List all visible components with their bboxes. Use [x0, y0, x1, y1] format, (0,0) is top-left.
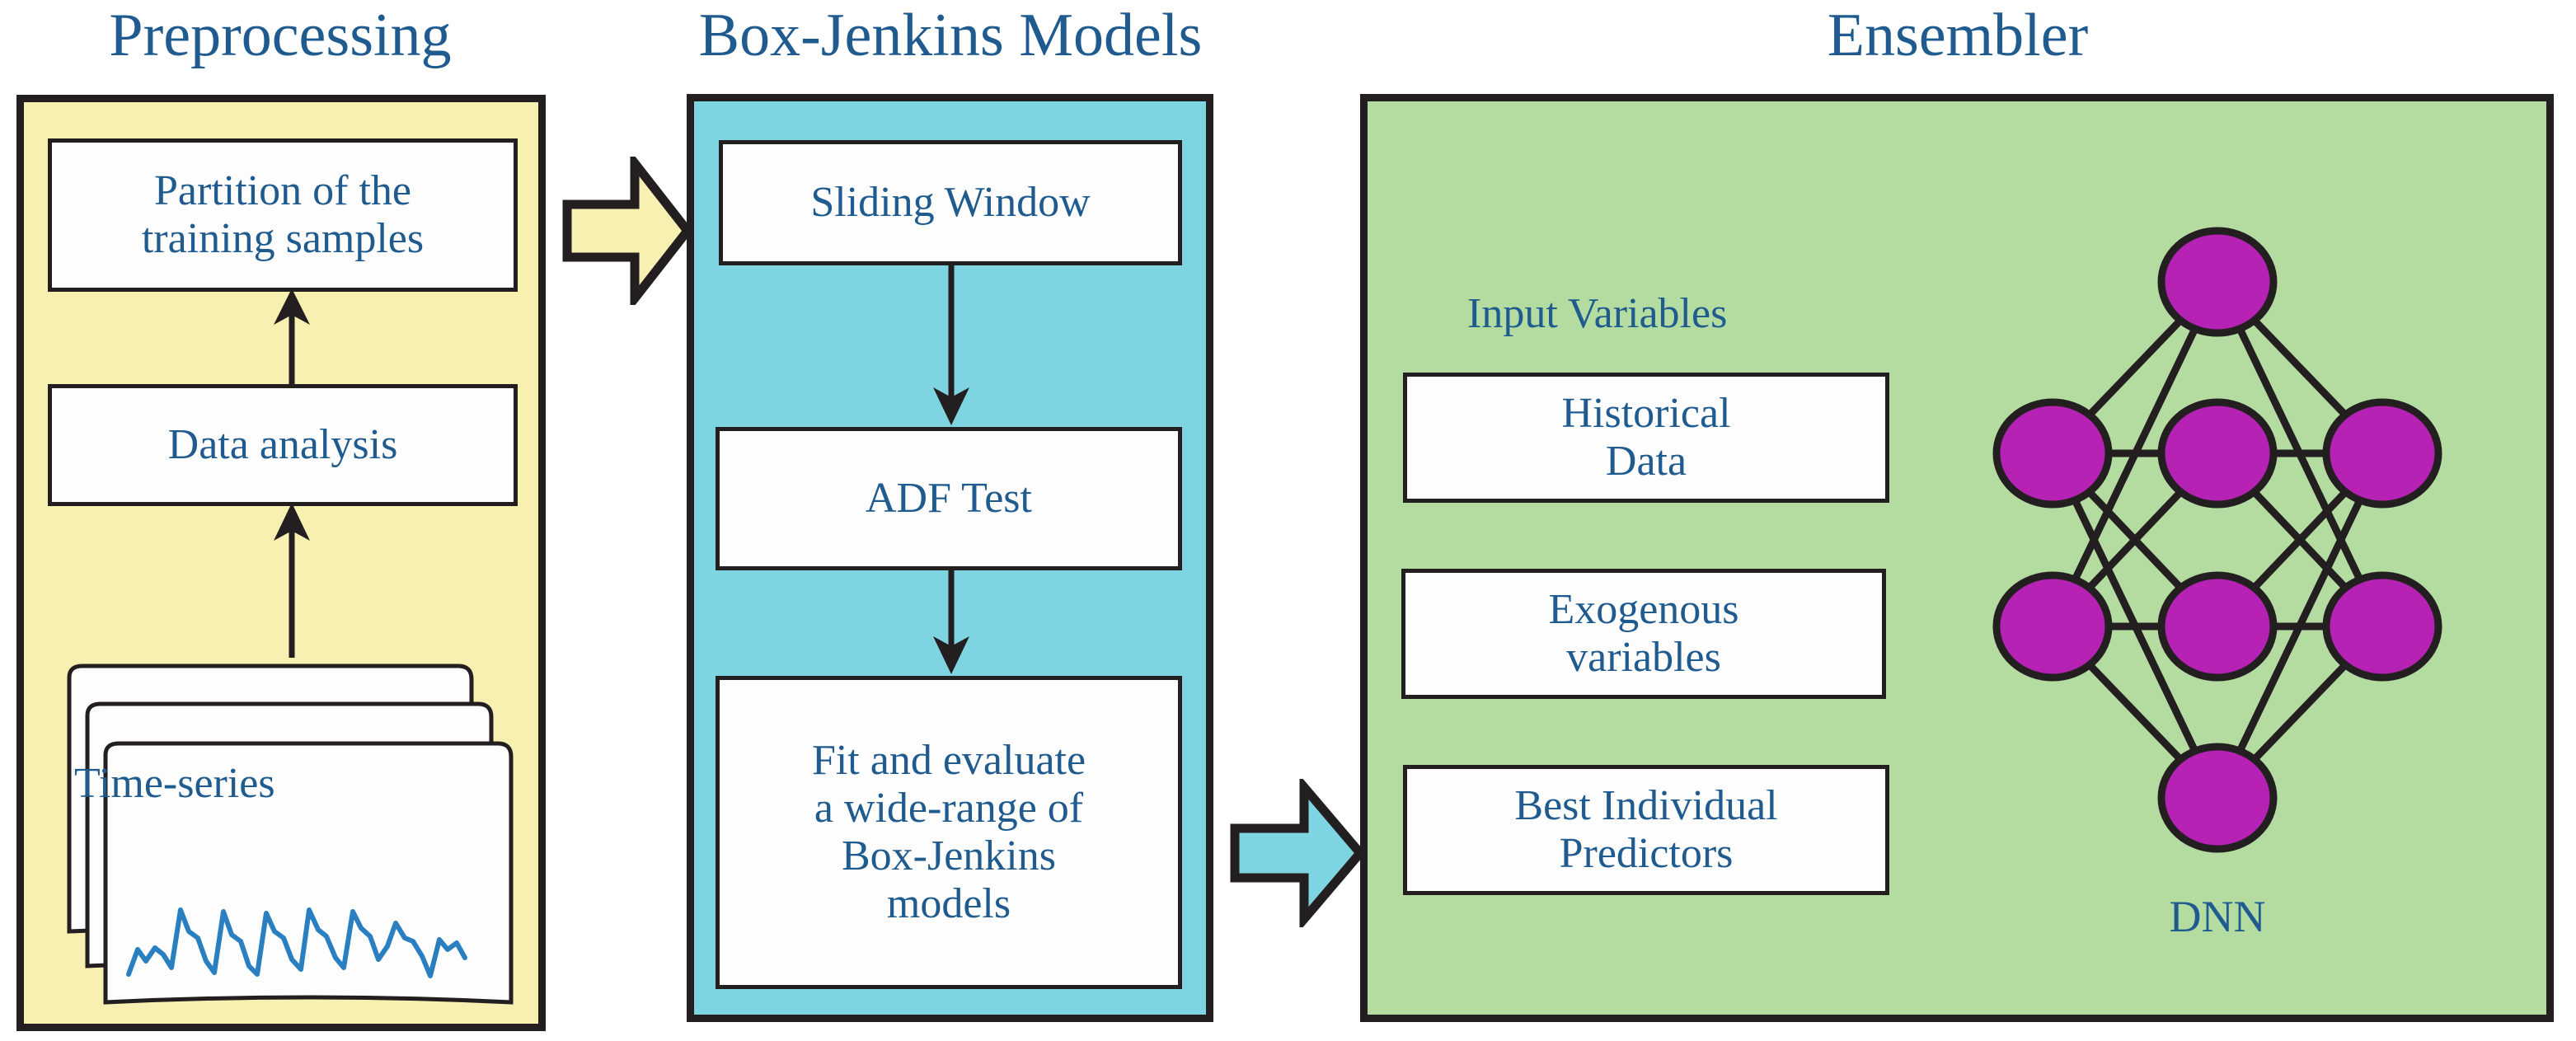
input-box-historical-data[interactable]: Historical Data	[1403, 373, 1889, 503]
dnn-node	[1992, 571, 2113, 682]
input-box-exogenous-variables[interactable]: Exogenous variables	[1401, 569, 1886, 699]
input-line-1: Best Individual	[1514, 781, 1778, 829]
flow-arrow-box-jenkins-to-ensembler	[1230, 779, 1367, 927]
time-series-card-stack	[67, 664, 514, 1005]
dnn-node	[2157, 743, 2278, 853]
stage-title-preprocessing: Preprocessing	[109, 2, 452, 69]
dnn-node	[2157, 571, 2278, 682]
input-box-best-individual-predictors[interactable]: Best Individual Predictors	[1403, 765, 1889, 895]
input-line-2: variables	[1566, 634, 1721, 681]
time-series-label: Time-series	[74, 760, 275, 807]
step-box-data-analysis[interactable]: Data analysis	[48, 384, 518, 506]
step-box-partition-of-training-samples[interactable]: Partition of the training samples	[48, 138, 518, 292]
step-line-2: training samples	[141, 215, 425, 262]
step-box-adf-test[interactable]: ADF Test	[716, 427, 1182, 570]
input-line-2: Data	[1605, 438, 1687, 485]
dnn-node	[2322, 398, 2442, 509]
arrow-adf-test-to-fit-evaluate	[933, 570, 969, 674]
dnn-node	[2322, 571, 2442, 682]
dnn-node	[1992, 398, 2113, 509]
step-label-data-analysis: Data analysis	[167, 420, 398, 468]
step-label-adf-test: ADF Test	[866, 474, 1032, 522]
step-line-4: models	[886, 880, 1011, 928]
input-line-2: Predictors	[1559, 830, 1734, 877]
input-line-1: Historical	[1561, 389, 1731, 437]
step-line-3: Box-Jenkins	[841, 832, 1056, 879]
stage-title-box-jenkins: Box-Jenkins Models	[698, 2, 1203, 69]
step-line-2: a wide-range of	[814, 784, 1084, 832]
dnn-node	[2157, 398, 2278, 509]
input-variables-label: Input Variables	[1467, 290, 1728, 337]
dnn-node	[2157, 227, 2278, 337]
flow-arrow-preprocessing-to-box-jenkins	[562, 157, 693, 305]
step-line-1: Partition of the	[154, 166, 411, 214]
step-box-sliding-window[interactable]: Sliding Window	[719, 140, 1182, 265]
dnn-network-diagram	[1992, 227, 2442, 853]
arrow-time-series-to-data-analysis	[274, 503, 310, 658]
step-box-fit-and-evaluate-box-jenkins-models[interactable]: Fit and evaluate a wide-range of Box-Jen…	[716, 676, 1182, 989]
stage-title-ensembler: Ensembler	[1827, 2, 2089, 69]
arrow-sliding-window-to-adf-test	[933, 265, 969, 425]
step-label-sliding-window: Sliding Window	[810, 178, 1091, 226]
step-line-1: Fit and evaluate	[811, 736, 1086, 784]
arrow-data-analysis-to-partition	[274, 288, 310, 386]
input-line-1: Exogenous	[1548, 585, 1739, 633]
dnn-label: DNN	[2169, 892, 2266, 941]
